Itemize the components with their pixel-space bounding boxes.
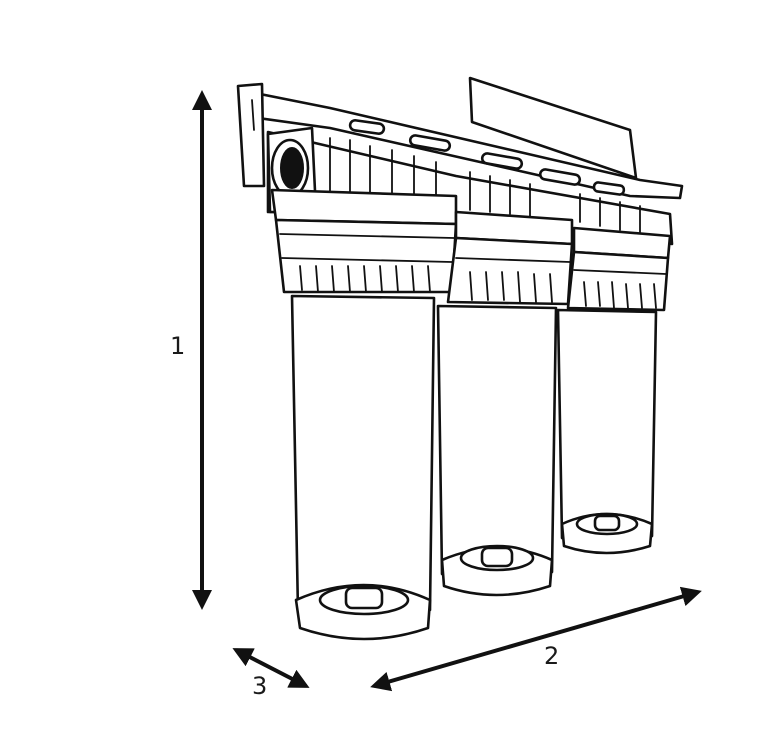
filter-housing-2 [436, 210, 574, 597]
width-arrow [370, 586, 702, 692]
height-label: 1 [170, 332, 185, 360]
depth-label: 3 [252, 672, 267, 700]
filter-housing-3 [556, 226, 672, 555]
height-dimension: 1 [170, 90, 212, 610]
width-dimension: 2 [370, 586, 702, 692]
filter-housing-1 [270, 188, 458, 641]
mounting-bracket [236, 76, 684, 200]
depth-dimension: 3 [232, 648, 310, 700]
width-label: 2 [544, 642, 559, 670]
depth-arrow [232, 648, 310, 688]
